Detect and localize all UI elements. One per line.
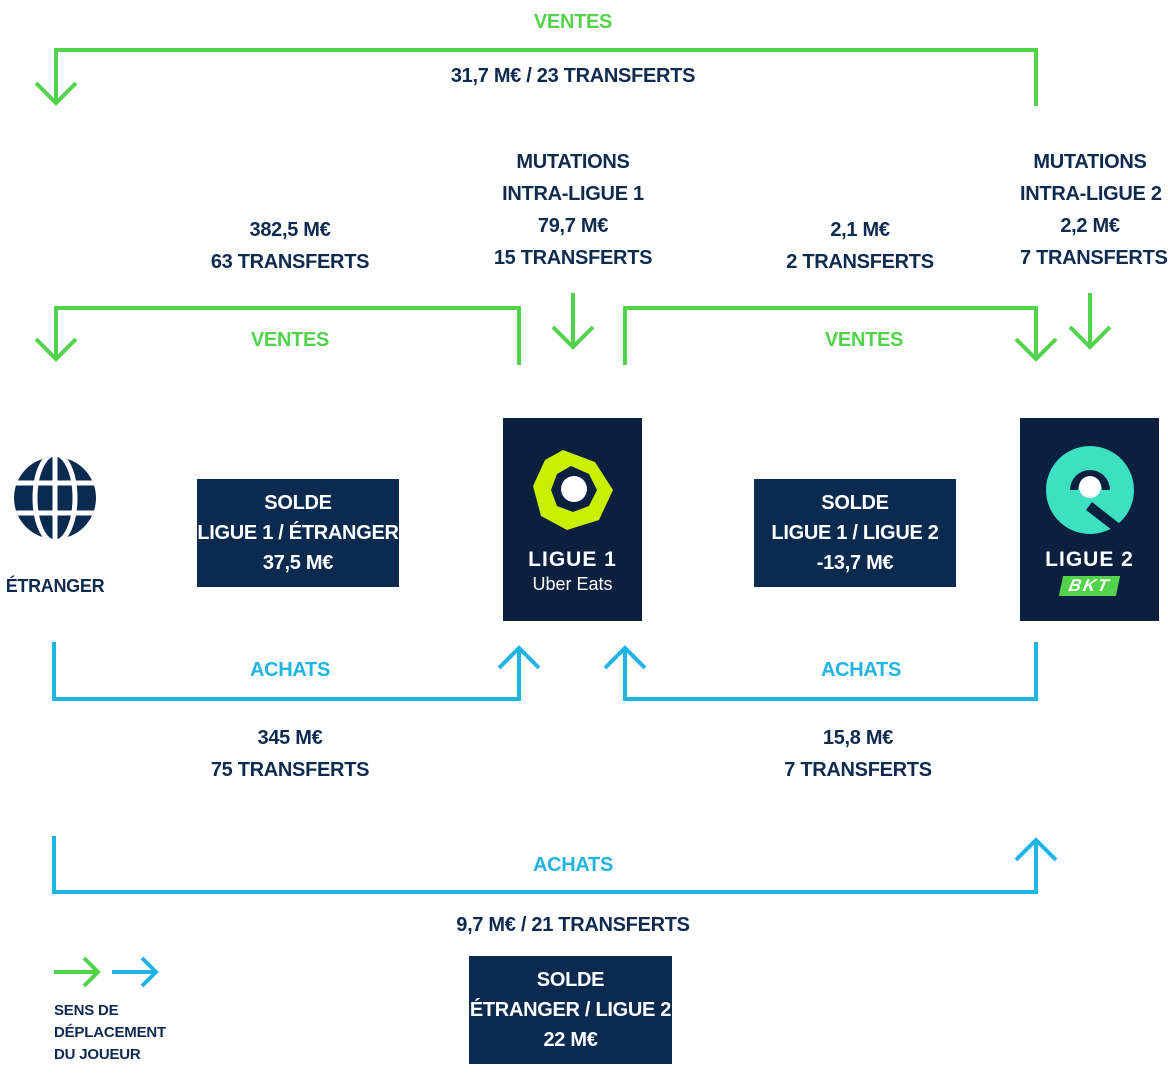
legend-purchase-arrow xyxy=(112,956,159,988)
foreign-l1-purchase-arrow xyxy=(52,642,541,701)
balance-l1-l2-title: SOLDE xyxy=(821,492,889,514)
legend-line-1: SENS DE xyxy=(54,1002,119,1019)
legend-line-2: DÉPLACEMENT xyxy=(54,1024,166,1041)
globe-icon xyxy=(14,457,96,539)
foreign-l1-amount: 345 M€ xyxy=(257,727,323,749)
ligue1-title: LIGUE 1 xyxy=(528,548,617,571)
l2-l1-value: 15,8 M€ 7 TRANSFERTS xyxy=(758,722,958,786)
intra-l1-label: MUTATIONS INTRA-LIGUE 1 79,7 M€ 15 TRANS… xyxy=(473,146,673,274)
intra-l2-line-1: MUTATIONS xyxy=(1033,151,1147,173)
ligue2-sponsor: BKT xyxy=(1058,576,1121,596)
intra-l2-label: MUTATIONS INTRA-LIGUE 2 2,2 M€ 7 TRANSFE… xyxy=(1020,146,1168,274)
l2-l1-transfers: 7 TRANSFERTS xyxy=(784,759,932,781)
legend-line-3: DU JOUEUR xyxy=(54,1046,141,1063)
top-sales-arrow xyxy=(34,48,1038,106)
foreign-label: ÉTRANGER xyxy=(5,576,105,596)
intra-l1-amount: 79,7 M€ xyxy=(537,215,609,237)
balance-l1-l2-box: SOLDE LIGUE 1 / LIGUE 2 -13,7 M€ xyxy=(754,479,956,587)
l2-l1-purchase-arrow xyxy=(603,642,1038,701)
intra-l2-line-2: INTRA-LIGUE 2 xyxy=(1020,183,1162,205)
l1-l2-sales-label: VENTES xyxy=(824,329,904,351)
top-sales-label: VENTES xyxy=(533,11,613,33)
ligue2-title: LIGUE 2 xyxy=(1045,548,1134,571)
foreign-l1-purchase-label: ACHATS xyxy=(249,659,331,681)
foreign-l1-transfers: 75 TRANSFERTS xyxy=(210,759,370,781)
foreign-l1-value: 345 M€ 75 TRANSFERTS xyxy=(190,722,390,786)
intra-l1-transfers: 15 TRANSFERTS xyxy=(493,247,653,269)
l2-l1-amount: 15,8 M€ xyxy=(822,727,894,749)
intra-l1-line-2: INTRA-LIGUE 1 xyxy=(502,183,644,205)
ligue1-emblem xyxy=(532,450,613,530)
ligue1-logo: LIGUE 1 Uber Eats xyxy=(503,418,642,621)
balance-foreign-l2-amount: 22 M€ xyxy=(543,1029,598,1051)
bottom-purchase-value: 9,7 M€ / 21 TRANSFERTS xyxy=(456,914,690,936)
l1-l2-amount: 2,1 M€ xyxy=(830,219,890,241)
balance-foreign-l2-box: SOLDE ÉTRANGER / LIGUE 2 22 M€ xyxy=(469,956,672,1064)
legend-sales-arrow xyxy=(54,956,101,988)
ligue1-sponsor: Uber Eats xyxy=(532,574,613,594)
ligue2-logo: LIGUE 2 BKT xyxy=(1020,418,1159,621)
intra-l2-amount: 2,2 M€ xyxy=(1060,215,1120,237)
balance-l1-l2-amount: -13,7 M€ xyxy=(816,552,894,574)
top-sales-value: 31,7 M€ / 23 TRANSFERTS xyxy=(450,65,696,87)
intra-l1-line-1: MUTATIONS xyxy=(516,151,630,173)
bottom-purchase-label: ACHATS xyxy=(532,854,614,876)
l1-foreign-amount: 382,5 M€ xyxy=(249,219,331,241)
bottom-purchase-arrow xyxy=(52,836,1058,894)
intra-l2-arrow xyxy=(1068,293,1112,350)
intra-l1-arrow xyxy=(551,293,595,350)
balance-l1-l2-subtitle: LIGUE 1 / LIGUE 2 xyxy=(771,522,939,544)
legend-text: SENS DE DÉPLACEMENT DU JOUEUR xyxy=(54,1000,194,1066)
l1-foreign-sales-label: VENTES xyxy=(250,329,330,351)
balance-l1-foreign-title: SOLDE xyxy=(264,492,332,514)
balance-l1-foreign-amount: 37,5 M€ xyxy=(262,552,334,574)
balance-l1-foreign-subtitle: LIGUE 1 / ÉTRANGER xyxy=(197,522,399,544)
l1-foreign-transfers: 63 TRANSFERTS xyxy=(210,251,370,273)
l1-l2-sales-arrow xyxy=(623,306,1058,365)
balance-l1-foreign-box: SOLDE LIGUE 1 / ÉTRANGER 37,5 M€ xyxy=(197,479,399,587)
l2-l1-purchase-label: ACHATS xyxy=(820,659,902,681)
l1-l2-transfers: 2 TRANSFERTS xyxy=(786,251,934,273)
l1-foreign-sales-arrow xyxy=(34,306,521,365)
ligue2-emblem xyxy=(1045,446,1134,534)
balance-foreign-l2-title: SOLDE xyxy=(536,969,605,991)
l1-l2-value: 2,1 M€ 2 TRANSFERTS xyxy=(760,214,960,278)
balance-foreign-l2-subtitle: ÉTRANGER / LIGUE 2 xyxy=(469,999,672,1021)
intra-l2-transfers: 7 TRANSFERTS xyxy=(1020,247,1168,269)
l1-foreign-value: 382,5 M€ 63 TRANSFERTS xyxy=(190,214,390,278)
